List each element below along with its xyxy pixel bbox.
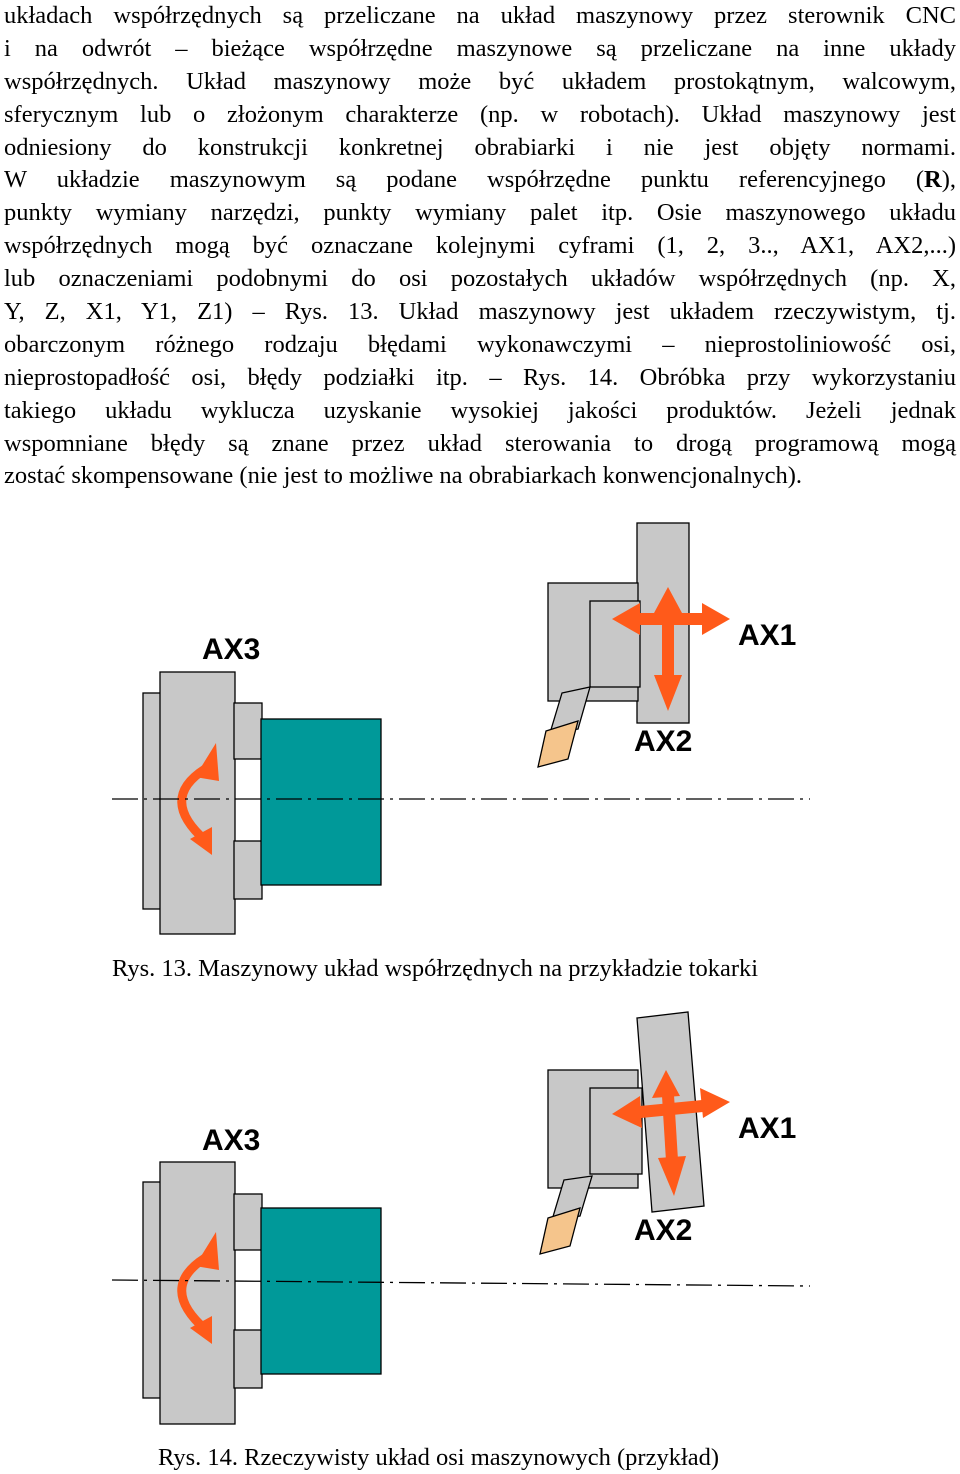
text-line-with-bold: W układzie maszynowym są podane współrzę… <box>4 164 956 197</box>
ax1-cross-arrow-icon <box>612 587 730 711</box>
ax3-label: AX3 <box>202 633 260 666</box>
text-line: wspomniane błędy są znane przez układ st… <box>4 429 956 457</box>
text-segment: ), <box>941 166 956 194</box>
chuck-jaw-lower <box>233 1329 263 1389</box>
ax3-rotation-arrow-icon <box>177 743 219 855</box>
chuck-jaw-upper <box>233 702 263 760</box>
text-line: lub oznaczeniami podobnymi do osi pozost… <box>4 265 956 293</box>
chuck-body <box>159 671 236 935</box>
workpiece <box>260 718 382 886</box>
bold-reference-point: R <box>924 166 942 194</box>
spindle-axis-centerline <box>111 1279 811 1287</box>
text-line: sferycznym lub o złożonym charakterze (n… <box>4 100 956 128</box>
text-line: układach współrzędnych są przeliczane na… <box>4 2 956 29</box>
text-line: takiego układu wyklucza uzyskanie wysoki… <box>4 396 956 424</box>
cutting-insert <box>537 720 579 768</box>
body-paragraph: układach współrzędnych są przeliczane na… <box>4 0 956 493</box>
chuck-jaw-upper <box>233 1193 263 1251</box>
ax1-label: AX1 <box>738 1112 796 1145</box>
figure-14-caption: Rys. 14. Rzeczywisty układ osi maszynowy… <box>158 1444 720 1471</box>
text-segment: W układzie maszynowym są podane współrzę… <box>4 166 924 194</box>
ax1-cross-arrow-icon <box>612 1070 730 1196</box>
text-line: nieprostopadłość osi, błędy podziałki it… <box>4 363 956 391</box>
ax2-label: AX2 <box>634 1214 692 1247</box>
figure-lathe-machine-axes: AX1 AX2 AX3 <box>0 515 960 935</box>
ax3-rotation-arrow-icon <box>177 1232 219 1344</box>
ax1-label: AX1 <box>738 619 796 652</box>
cutting-insert <box>539 1207 581 1255</box>
text-line: współrzędnych mogą być oznaczane kolejny… <box>4 232 956 260</box>
text-line: i na odwrót – bieżące współrzędne maszyn… <box>4 34 956 62</box>
text-line: współrzędnych. Układ maszynowy może być … <box>4 67 956 95</box>
chuck-body <box>159 1161 236 1425</box>
text-line: Y, Z, X1, Y1, Z1) – Rys. 13. Układ maszy… <box>4 298 956 326</box>
chuck-jaw-lower <box>233 840 263 900</box>
text-line: odniesiony do konstrukcji konkretnej obr… <box>4 133 956 161</box>
text-line: zostać skompensowane (nie jest to możliw… <box>4 462 803 490</box>
tool-shank <box>549 686 591 734</box>
ax2-label: AX2 <box>634 725 692 758</box>
text-line: punkty wymiany narzędzi, punkty wymiany … <box>4 199 956 227</box>
figure-13-caption: Rys. 13. Maszynowy układ współrzędnych n… <box>112 955 759 982</box>
figure-real-machine-axes: AX1 AX2 AX3 <box>0 1010 960 1430</box>
text-line: obarczonym różnego rodzaju błędami wykon… <box>4 330 956 358</box>
ax3-label: AX3 <box>202 1124 260 1157</box>
workpiece <box>260 1207 382 1375</box>
tool-shank <box>551 1175 593 1221</box>
